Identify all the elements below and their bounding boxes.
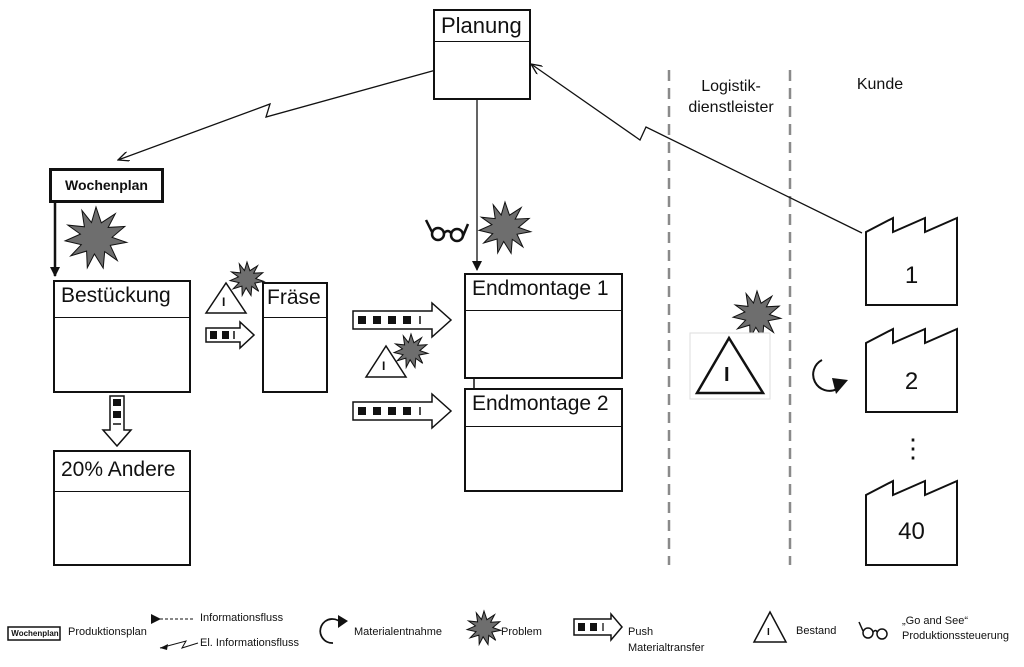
glasses-icon bbox=[424, 219, 470, 243]
process-planung-title: Planung bbox=[435, 11, 529, 42]
process-endmontage-1[interactable]: Endmontage 1 bbox=[464, 273, 623, 379]
legend-wochenplan-box-label: Wochenplan bbox=[11, 629, 59, 638]
legend-problem: Problem bbox=[501, 626, 542, 638]
problem-burst-planung-flow bbox=[477, 200, 533, 255]
factory-icon-40 bbox=[865, 479, 958, 566]
inventory-mark-fraese: I bbox=[222, 295, 226, 309]
problem-burst-logistik bbox=[731, 289, 783, 340]
process-endmontage-1-title: Endmontage 1 bbox=[466, 275, 621, 311]
el-info-flow-kunde-planung bbox=[531, 64, 863, 234]
customer-1-number: 1 bbox=[904, 262, 919, 289]
factory-icon-1 bbox=[865, 216, 958, 306]
problem-burst-endmontage-inventory bbox=[392, 332, 430, 370]
process-andere-title: 20% Andere bbox=[55, 452, 189, 492]
process-endmontage-2[interactable]: Endmontage 2 bbox=[464, 388, 623, 492]
column-header-kunde: Kunde bbox=[856, 76, 904, 93]
process-endmontage-2-title: Endmontage 2 bbox=[466, 390, 621, 427]
problem-burst-fraese bbox=[228, 260, 266, 298]
material-withdrawal-icon bbox=[812, 359, 848, 394]
inventory-triangle-logistik bbox=[689, 332, 771, 400]
legend-bestand: Bestand bbox=[796, 625, 837, 637]
inventory-triangle-fraese bbox=[204, 281, 248, 314]
legend-go-and-see: „Go and See“ Produktionssteuerung bbox=[902, 615, 1010, 642]
inventory-mark-logistik: I bbox=[724, 364, 730, 386]
el-info-flow-planung-wochenplan bbox=[118, 69, 437, 160]
legend-graphics bbox=[7, 610, 888, 650]
customer-2-number: 2 bbox=[904, 368, 919, 395]
production-plan-wochenplan[interactable]: Wochenplan bbox=[49, 168, 164, 203]
factory-icon-2 bbox=[865, 327, 958, 413]
customer-ellipsis: ⋮ bbox=[900, 433, 926, 463]
legend-push: Push Materialtransfer bbox=[628, 626, 705, 654]
push-arrow-to-endmontage-2 bbox=[352, 392, 453, 430]
process-bestueckung-title: Bestückung bbox=[55, 282, 189, 318]
push-arrow-bestueckung-andere bbox=[101, 395, 133, 448]
process-planung[interactable]: Planung bbox=[433, 9, 531, 100]
legend-inventory-mark: I bbox=[767, 627, 770, 638]
customer-40-number: 40 bbox=[898, 518, 925, 545]
inventory-triangle-endmontage bbox=[364, 344, 408, 378]
push-arrow-bestueckung-fraese bbox=[205, 320, 256, 350]
inventory-mark-endmontage: I bbox=[382, 359, 386, 373]
legend-produktionsplan: Produktionsplan bbox=[68, 626, 147, 638]
process-andere[interactable]: 20% Andere bbox=[53, 450, 191, 566]
legend-informationsfluss: Informationsfluss bbox=[200, 612, 284, 624]
problem-burst-wochenplan bbox=[63, 205, 129, 270]
legend-materialentnahme: Materialentnahme bbox=[354, 626, 443, 638]
process-fraese-title: Fräse bbox=[264, 284, 326, 318]
column-header-logistik: Logistik- dienstleister bbox=[688, 78, 774, 116]
process-fraese[interactable]: Fräse bbox=[262, 282, 328, 393]
push-arrow-to-endmontage-1 bbox=[352, 301, 453, 339]
legend-el-informationsfluss: El. Informationsfluss bbox=[200, 637, 300, 649]
process-bestueckung[interactable]: Bestückung bbox=[53, 280, 191, 393]
wochenplan-label: Wochenplan bbox=[65, 177, 148, 193]
legend-problem-icon bbox=[465, 609, 503, 647]
